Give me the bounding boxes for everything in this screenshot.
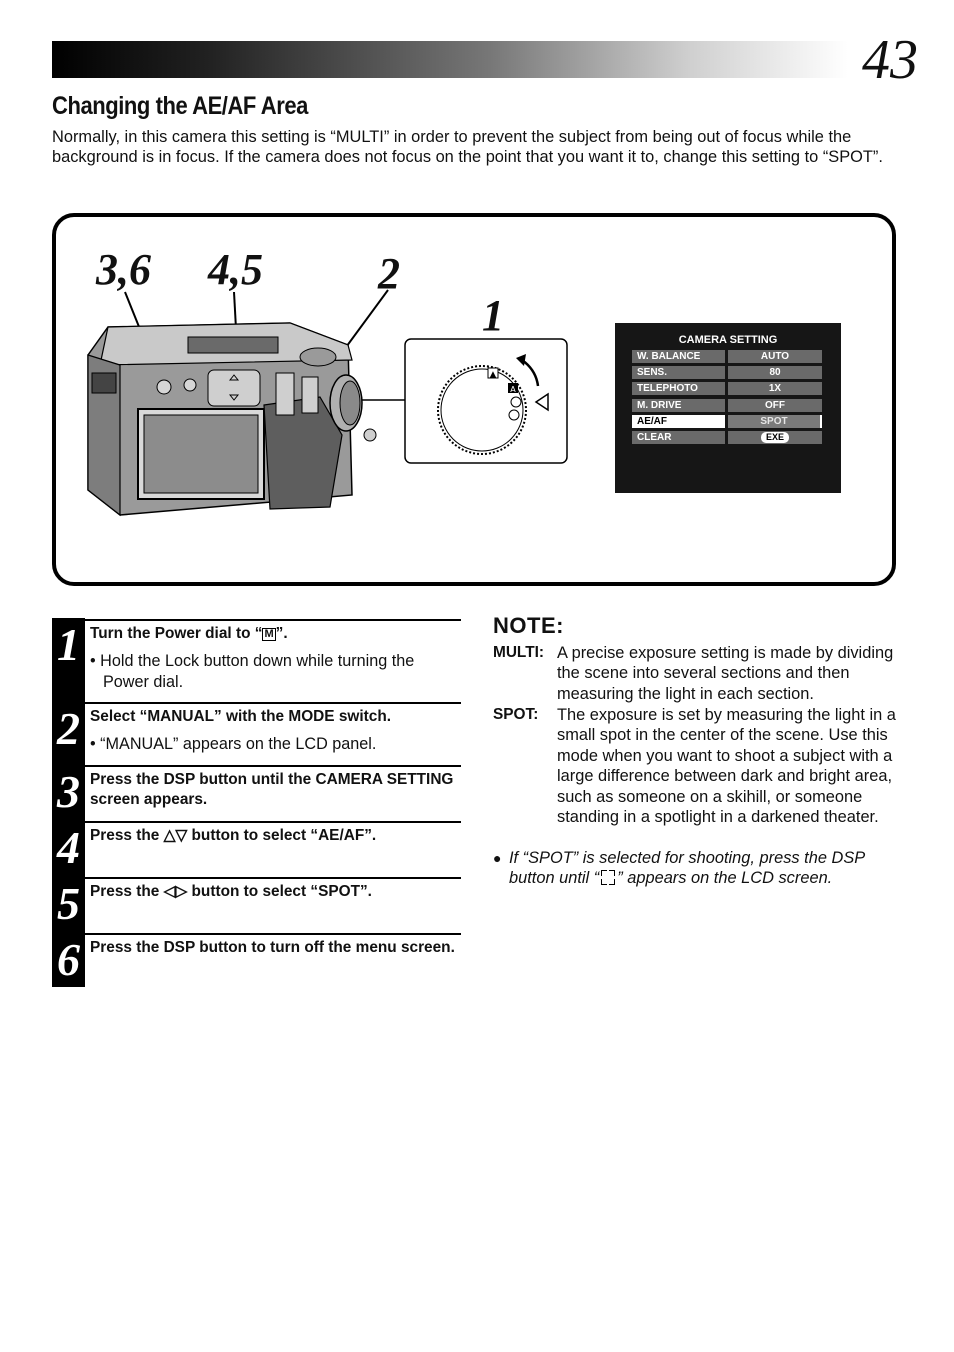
page-number: 43 (862, 29, 918, 91)
lcd-row-value: 1X (728, 382, 822, 396)
lcd-row-label: W. BALANCE (632, 350, 725, 363)
note-bullet-text-post: ” appears on the LCD screen. (617, 869, 833, 888)
step-1-title-pre: Turn the Power dial to “ (90, 625, 263, 642)
callout-steps-4-5: 4,5 (208, 245, 263, 294)
note-term-multi: MULTI: (493, 644, 544, 661)
callout-steps-3-6: 3,6 (96, 245, 151, 294)
lcd-row-value-exe: EXE (728, 430, 822, 444)
lcd-row-value: OFF (728, 398, 822, 412)
note-term-spot: SPOT: (493, 706, 539, 723)
step-number-5: 5 (57, 878, 80, 929)
step-2-bullet: • “MANUAL” appears on the LCD panel. (90, 735, 377, 753)
lcd-title: CAMERA SETTING (678, 334, 778, 346)
lcd-row-label: TELEPHOTO (632, 382, 725, 396)
intro-paragraph: Normally, in this camera this setting is… (52, 128, 883, 167)
step-number-1: 1 (57, 619, 80, 670)
power-dial-detail: ▲ A (404, 338, 568, 464)
lcd-row-sensitivity: SENS. 80 (632, 366, 822, 380)
lcd-row-label: AE/AF (632, 414, 725, 428)
step-number-3: 3 (57, 766, 80, 817)
lcd-row-label: CLEAR (632, 430, 725, 444)
step-divider (85, 702, 461, 704)
dial-mark-auto: A (510, 385, 516, 394)
note-heading: NOTE: (493, 613, 564, 638)
spot-frame-icon (599, 870, 617, 886)
lcd-row-motor-drive: M. DRIVE OFF (632, 398, 822, 413)
lcd-row-white-balance: W. BALANCE AUTO (632, 350, 822, 364)
dial-mark-scene: ▲ (490, 370, 497, 380)
step-divider (85, 933, 461, 935)
step-number-2: 2 (57, 703, 80, 754)
step-divider (85, 877, 461, 879)
step-divider (85, 821, 461, 823)
step-3-title: Press the DSP button until the CAMERA SE… (90, 771, 454, 808)
step-divider (85, 765, 461, 767)
lcd-row-value: 80 (728, 366, 822, 380)
illustration-frame (52, 213, 896, 586)
lcd-row-telephoto: TELEPHOTO 1X (632, 382, 822, 396)
callout-step-2: 2 (378, 249, 400, 298)
note-definition-spot: The exposure is set by measuring the lig… (557, 706, 896, 827)
note-bullet-text-pre: If “SPOT” is selected for shooting, pres… (509, 849, 865, 888)
section-title: Changing the AE/AF Area (52, 92, 308, 120)
lcd-row-value: SPOT (728, 414, 822, 428)
step-number-6: 6 (57, 934, 80, 985)
manual-mode-icon: M (262, 628, 276, 641)
lcd-row-ae-af: AE/AF SPOT (632, 414, 822, 429)
step-1-title-post: ”. (275, 625, 288, 642)
step-5-title: Press the ◁▷ button to select “SPOT”. (90, 883, 372, 900)
header-gradient-bar (52, 41, 848, 78)
step-6-title: Press the DSP button to turn off the men… (90, 939, 455, 956)
lcd-row-label: SENS. (632, 366, 725, 380)
exe-badge: EXE (760, 431, 789, 443)
lcd-row-label: M. DRIVE (632, 398, 725, 412)
note-bullet-text: If “SPOT” is selected for shooting, pres… (509, 848, 903, 889)
step-1-title: Turn the Power dial to “M”. (90, 624, 460, 644)
step-divider (85, 619, 461, 621)
step-4-title: Press the △▽ button to select “AE/AF”. (90, 827, 377, 844)
lcd-row-value: AUTO (728, 350, 822, 363)
camera-setting-lcd: CAMERA SETTING W. BALANCE AUTO SENS. 80 … (615, 323, 841, 493)
step-number-4: 4 (57, 822, 80, 873)
lcd-row-clear: CLEAR EXE (632, 430, 822, 445)
note-bullet-dot: ● (493, 850, 502, 866)
note-definition-multi: A precise exposure setting is made by di… (557, 644, 894, 703)
step-2-title: Select “MANUAL” with the MODE switch. (90, 708, 391, 725)
steps-number-bar (52, 618, 85, 987)
callout-step-1: 1 (482, 291, 504, 340)
camera-illustration (87, 322, 377, 517)
step-1-bullet: • Hold the Lock button down while turnin… (90, 652, 415, 691)
